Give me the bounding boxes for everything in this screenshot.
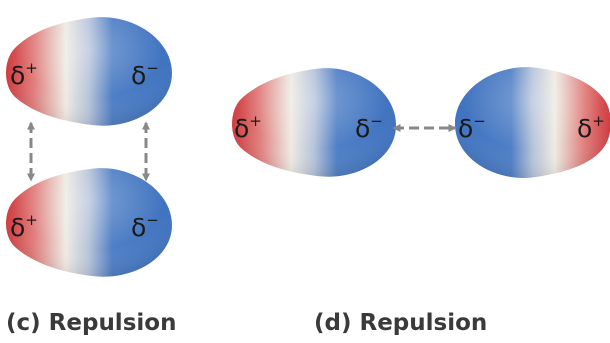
partial-positive-label: δ+ [10,211,38,242]
molecule-c-bottom: δ+ δ− [6,168,172,277]
partial-positive-label: δ+ [10,59,38,90]
panel-d-caption: (d) Repulsion [314,310,488,336]
molecule-d-left: δ+ δ− [232,68,396,177]
partial-negative-label: δ− [458,112,486,143]
partial-positive-label: δ+ [577,112,605,143]
panel-d: δ+ δ− δ− δ+ [232,67,610,178]
partial-negative-label: δ− [131,59,159,90]
partial-positive-label: δ+ [234,112,262,143]
partial-negative-label: δ− [131,211,159,242]
molecule-c-top: δ+ δ− [6,17,172,126]
panel-c-caption: (c) Repulsion [6,310,177,336]
partial-negative-label: δ− [355,112,383,143]
molecule-d-right: δ− δ+ [455,67,610,178]
panel-c: δ+ δ− δ+ δ− [6,17,172,277]
